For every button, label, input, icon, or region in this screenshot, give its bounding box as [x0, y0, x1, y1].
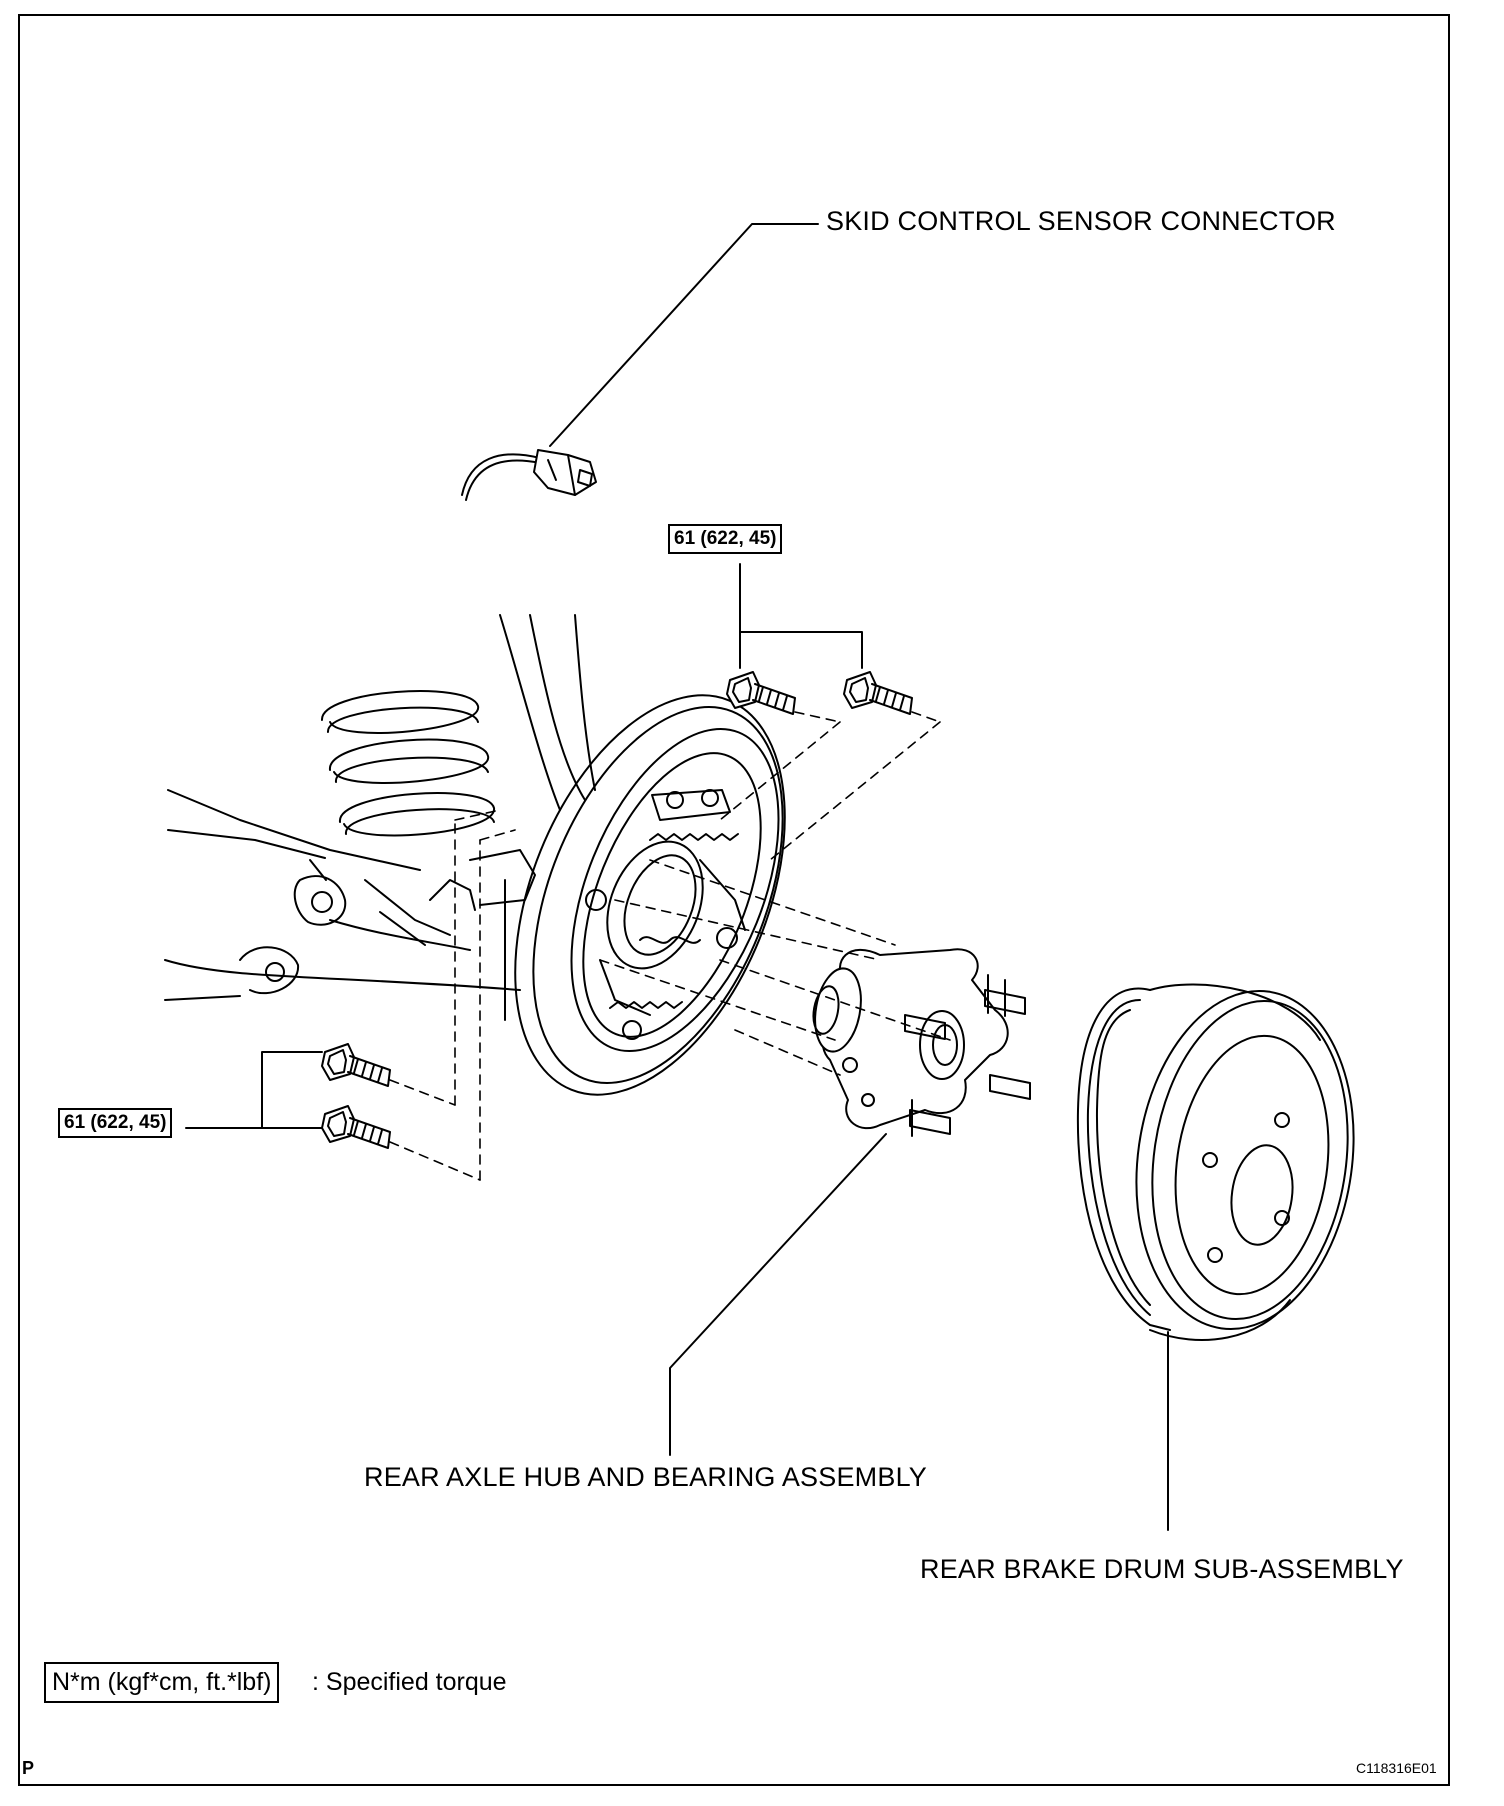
lower-bolts	[321, 1043, 391, 1149]
skid-sensor-connector	[461, 449, 597, 501]
legend-torque-unit-box: N*m (kgf*cm, ft.*lbf)	[44, 1662, 280, 1703]
label-rear-axle-hub-bearing-assembly: REAR AXLE HUB AND BEARING ASSEMBLY	[364, 1462, 927, 1492]
alignment-lines	[389, 711, 951, 1181]
brake-drum	[1076, 983, 1355, 1341]
coil-spring	[320, 690, 496, 837]
torque-spec-upper: 61 (622, 45)	[668, 524, 783, 554]
legend-specified-torque-text: : Specified torque	[312, 1668, 507, 1696]
bracket-lower-torque	[261, 1051, 323, 1129]
corner-mark: P	[22, 1758, 35, 1778]
bracket-upper-torque	[739, 563, 863, 669]
axle-beam	[164, 789, 536, 1001]
label-rear-brake-drum-sub-assembly: REAR BRAKE DRUM SUB-ASSEMBLY	[920, 1554, 1404, 1584]
brake-backing-plate	[514, 694, 786, 1096]
figure-code: C118316E01	[1356, 1760, 1437, 1776]
leader-hub	[669, 1133, 887, 1456]
leader-skid-sensor	[549, 223, 819, 447]
figure-frame	[18, 14, 1450, 1786]
knuckle-body	[499, 614, 596, 1021]
label-skid-control-sensor-connector: SKID CONTROL SENSOR CONNECTOR	[826, 206, 1336, 236]
upper-bolts	[726, 671, 913, 715]
hub-bearing-assembly	[812, 948, 1031, 1137]
torque-spec-lower: 61 (622, 45)	[58, 1108, 173, 1138]
